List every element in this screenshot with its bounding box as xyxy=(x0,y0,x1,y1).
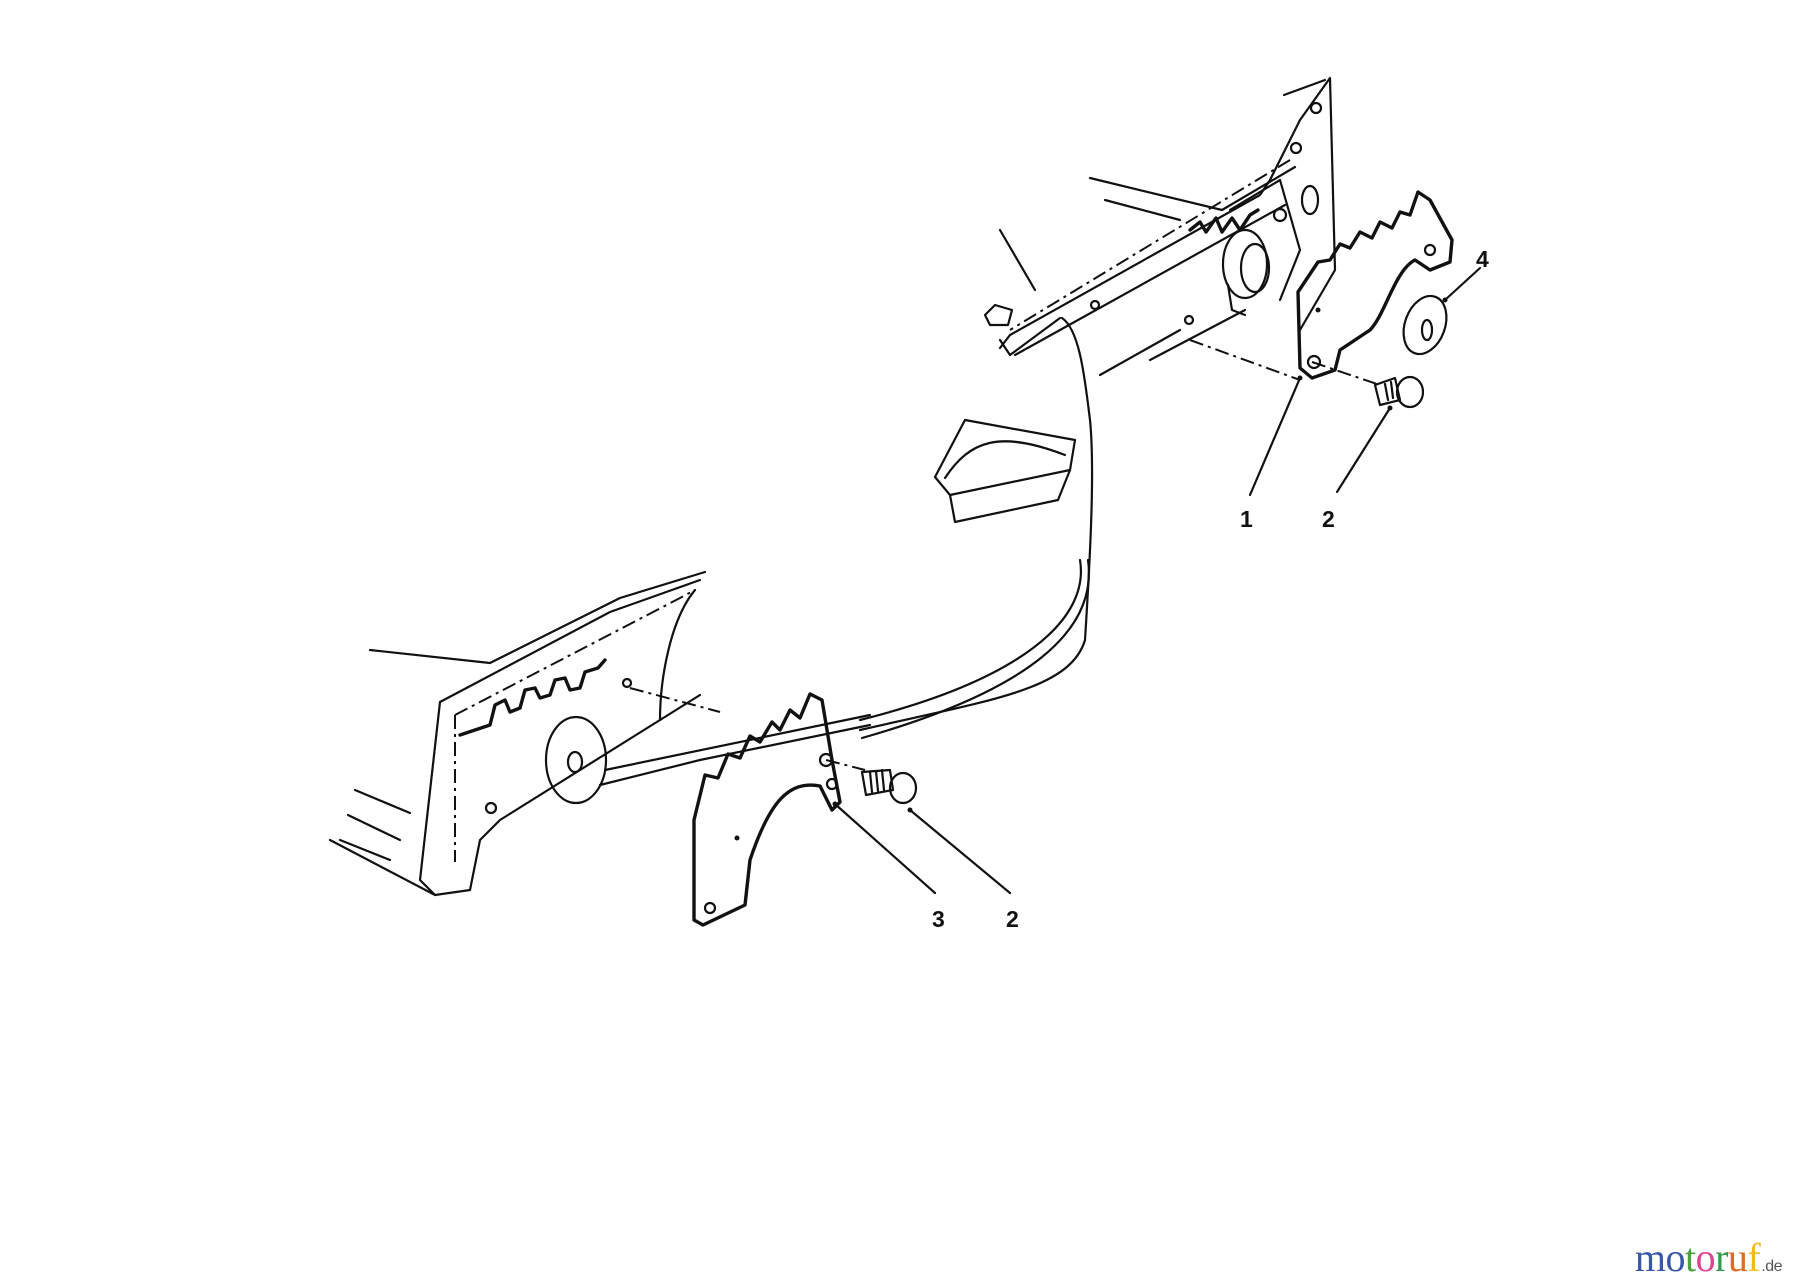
lower-housing xyxy=(328,570,872,897)
bolt-upper xyxy=(1311,361,1425,409)
watermark-tld: .de xyxy=(1761,1258,1782,1275)
watermark-letter: m xyxy=(1634,1235,1666,1280)
callout-1: 1 xyxy=(1240,506,1253,532)
plate-3 xyxy=(692,692,842,927)
callout-3: 3 xyxy=(932,906,945,932)
callout-2-upper: 2 xyxy=(1322,506,1335,532)
watermark-letter: u xyxy=(1727,1235,1748,1280)
callout-4: 4 xyxy=(1476,246,1489,272)
washer-4 xyxy=(1402,294,1448,356)
motoruf-watermark: motoruf.de xyxy=(1634,1235,1783,1280)
watermark-letter: f xyxy=(1747,1235,1761,1280)
watermark-letter: o xyxy=(1695,1235,1716,1280)
watermark-letter: t xyxy=(1684,1235,1696,1280)
bolt-lower xyxy=(825,759,918,805)
upper-housing xyxy=(858,76,1337,740)
callout-2-lower: 2 xyxy=(1006,906,1019,932)
watermark-letter: o xyxy=(1665,1235,1685,1280)
leader-lines xyxy=(832,266,1482,895)
plate-1 xyxy=(1296,190,1454,380)
watermark-letter: r xyxy=(1715,1235,1728,1280)
